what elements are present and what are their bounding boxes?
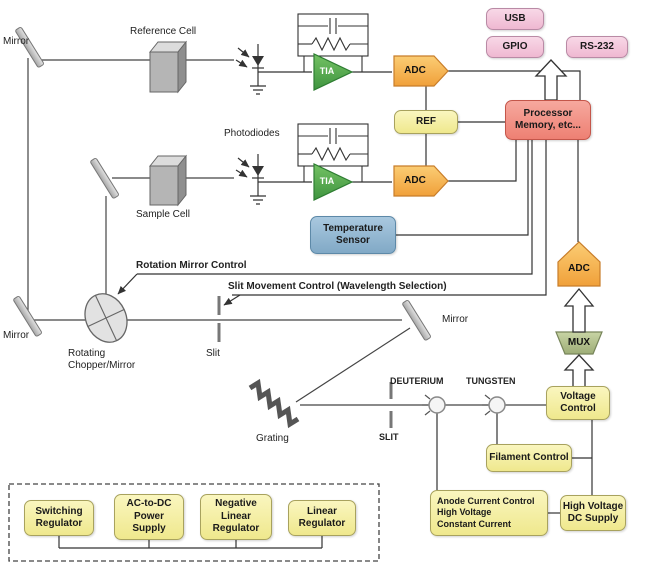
control-arrows bbox=[117, 273, 241, 306]
high-voltage-dc-supply-box: High Voltage DC Supply bbox=[560, 495, 626, 531]
tia-mid-label: TIA bbox=[319, 176, 335, 186]
signal-wires bbox=[58, 70, 593, 549]
adc-mid-shape-icon bbox=[393, 165, 449, 197]
photodiode-bottom-icon bbox=[235, 154, 266, 205]
tungsten-label: TUNGSTEN bbox=[466, 376, 516, 386]
voltage-control-box: Voltage Control bbox=[546, 386, 610, 420]
mirror-bottom-left-icon bbox=[13, 296, 42, 337]
tia-mid-amplifier-icon bbox=[313, 163, 354, 201]
slit-label: Slit bbox=[206, 348, 220, 359]
grating-label: Grating bbox=[256, 433, 289, 444]
rs232-box: RS-232 bbox=[566, 36, 628, 58]
photodiode-top-icon bbox=[235, 44, 266, 95]
mirror-right-label: Mirror bbox=[442, 314, 469, 325]
rotating-chopper-label: Rotating Chopper/Mirror bbox=[68, 348, 136, 371]
deuterium-label: DEUTERIUM bbox=[390, 376, 444, 386]
feedback-network-bottom-icon bbox=[297, 123, 369, 182]
reference-cell-label: Reference Cell bbox=[130, 26, 197, 37]
adc-top-label: ADC bbox=[404, 65, 426, 76]
anode-current-control-box: Anode Current Control High Voltage Const… bbox=[430, 490, 548, 536]
exit-slit-label: SLIT bbox=[379, 432, 399, 442]
deuterium-lamp-icon bbox=[422, 394, 446, 416]
gpio-box: GPIO bbox=[486, 36, 544, 58]
adc-right-shape-icon bbox=[557, 241, 601, 287]
linear-regulator-box: Linear Regulator bbox=[288, 500, 356, 536]
filament-control-box: Filament Control bbox=[486, 444, 572, 472]
adc-top-shape-icon bbox=[393, 55, 449, 87]
mirror-top-left-icon bbox=[15, 27, 44, 68]
reference-cell-icon bbox=[148, 40, 188, 94]
mux-to-adc-arrow-icon bbox=[563, 287, 595, 333]
tia-top-label: TIA bbox=[319, 66, 335, 76]
negative-linear-regulator-box: Negative Linear Regulator bbox=[200, 494, 272, 540]
processor-to-io-arrow-icon bbox=[534, 59, 568, 101]
grating-icon bbox=[248, 378, 300, 429]
power-supply-dashed-box bbox=[8, 483, 380, 562]
feedback-network-top-icon bbox=[297, 13, 369, 72]
tungsten-lamp-icon bbox=[482, 394, 506, 416]
rotating-chopper-icon bbox=[84, 293, 128, 343]
mux-shape-icon bbox=[555, 331, 603, 355]
sample-cell-label: Sample Cell bbox=[136, 209, 190, 220]
tia-top-amplifier-icon bbox=[313, 53, 354, 91]
mirror-left-label: Mirror bbox=[3, 330, 30, 341]
photodiodes-label: Photodiodes bbox=[224, 128, 280, 139]
rotation-mirror-control-label: Rotation Mirror Control bbox=[136, 260, 247, 271]
ac-dc-power-supply-box: AC-to-DC Power Supply bbox=[114, 494, 184, 540]
mux-label: MUX bbox=[567, 337, 591, 348]
ref-box: REF bbox=[394, 110, 458, 134]
adc-right-label: ADC bbox=[568, 263, 590, 274]
temperature-sensor-box: Temperature Sensor bbox=[310, 216, 396, 254]
switching-regulator-box: Switching Regulator bbox=[24, 500, 94, 536]
adc-mid-label: ADC bbox=[404, 175, 426, 186]
bus-arrow-icons bbox=[534, 59, 595, 388]
processor-box: Processor Memory, etc... bbox=[505, 100, 591, 140]
slit-movement-control-label: Slit Movement Control (Wavelength Select… bbox=[228, 281, 447, 292]
usb-box: USB bbox=[486, 8, 544, 30]
mirror-sample-icon bbox=[90, 158, 119, 199]
voltage-to-mux-arrow-icon bbox=[563, 354, 595, 388]
mirror-top-label: Mirror bbox=[3, 36, 30, 47]
mirror-right-icon bbox=[402, 300, 431, 341]
sample-cell-icon bbox=[148, 154, 188, 207]
